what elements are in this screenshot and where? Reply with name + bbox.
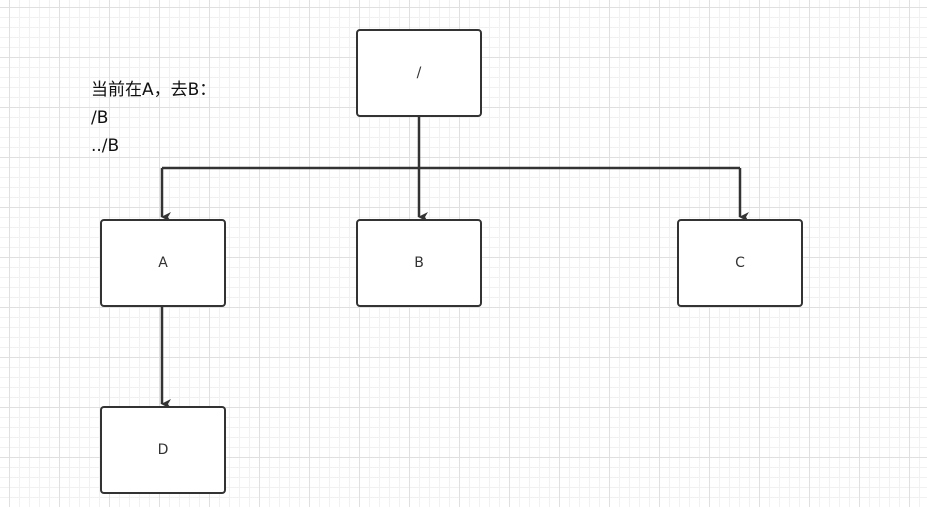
node-a[interactable]: A (100, 219, 226, 307)
node-d[interactable]: D (100, 406, 226, 494)
node-a-label: A (158, 255, 168, 271)
note-line-1: 当前在A，去B： (91, 80, 217, 100)
node-root-label: / (416, 65, 422, 81)
node-c-label: C (735, 255, 745, 271)
node-root[interactable]: / (356, 29, 482, 117)
node-b[interactable]: B (356, 219, 482, 307)
note-line-2: /B (91, 108, 109, 128)
node-c[interactable]: C (677, 219, 803, 307)
node-b-label: B (414, 255, 424, 271)
annotation-note[interactable]: 当前在A，去B： /B ../B (91, 76, 216, 160)
node-d-label: D (157, 442, 169, 458)
note-line-3: ../B (91, 136, 120, 156)
